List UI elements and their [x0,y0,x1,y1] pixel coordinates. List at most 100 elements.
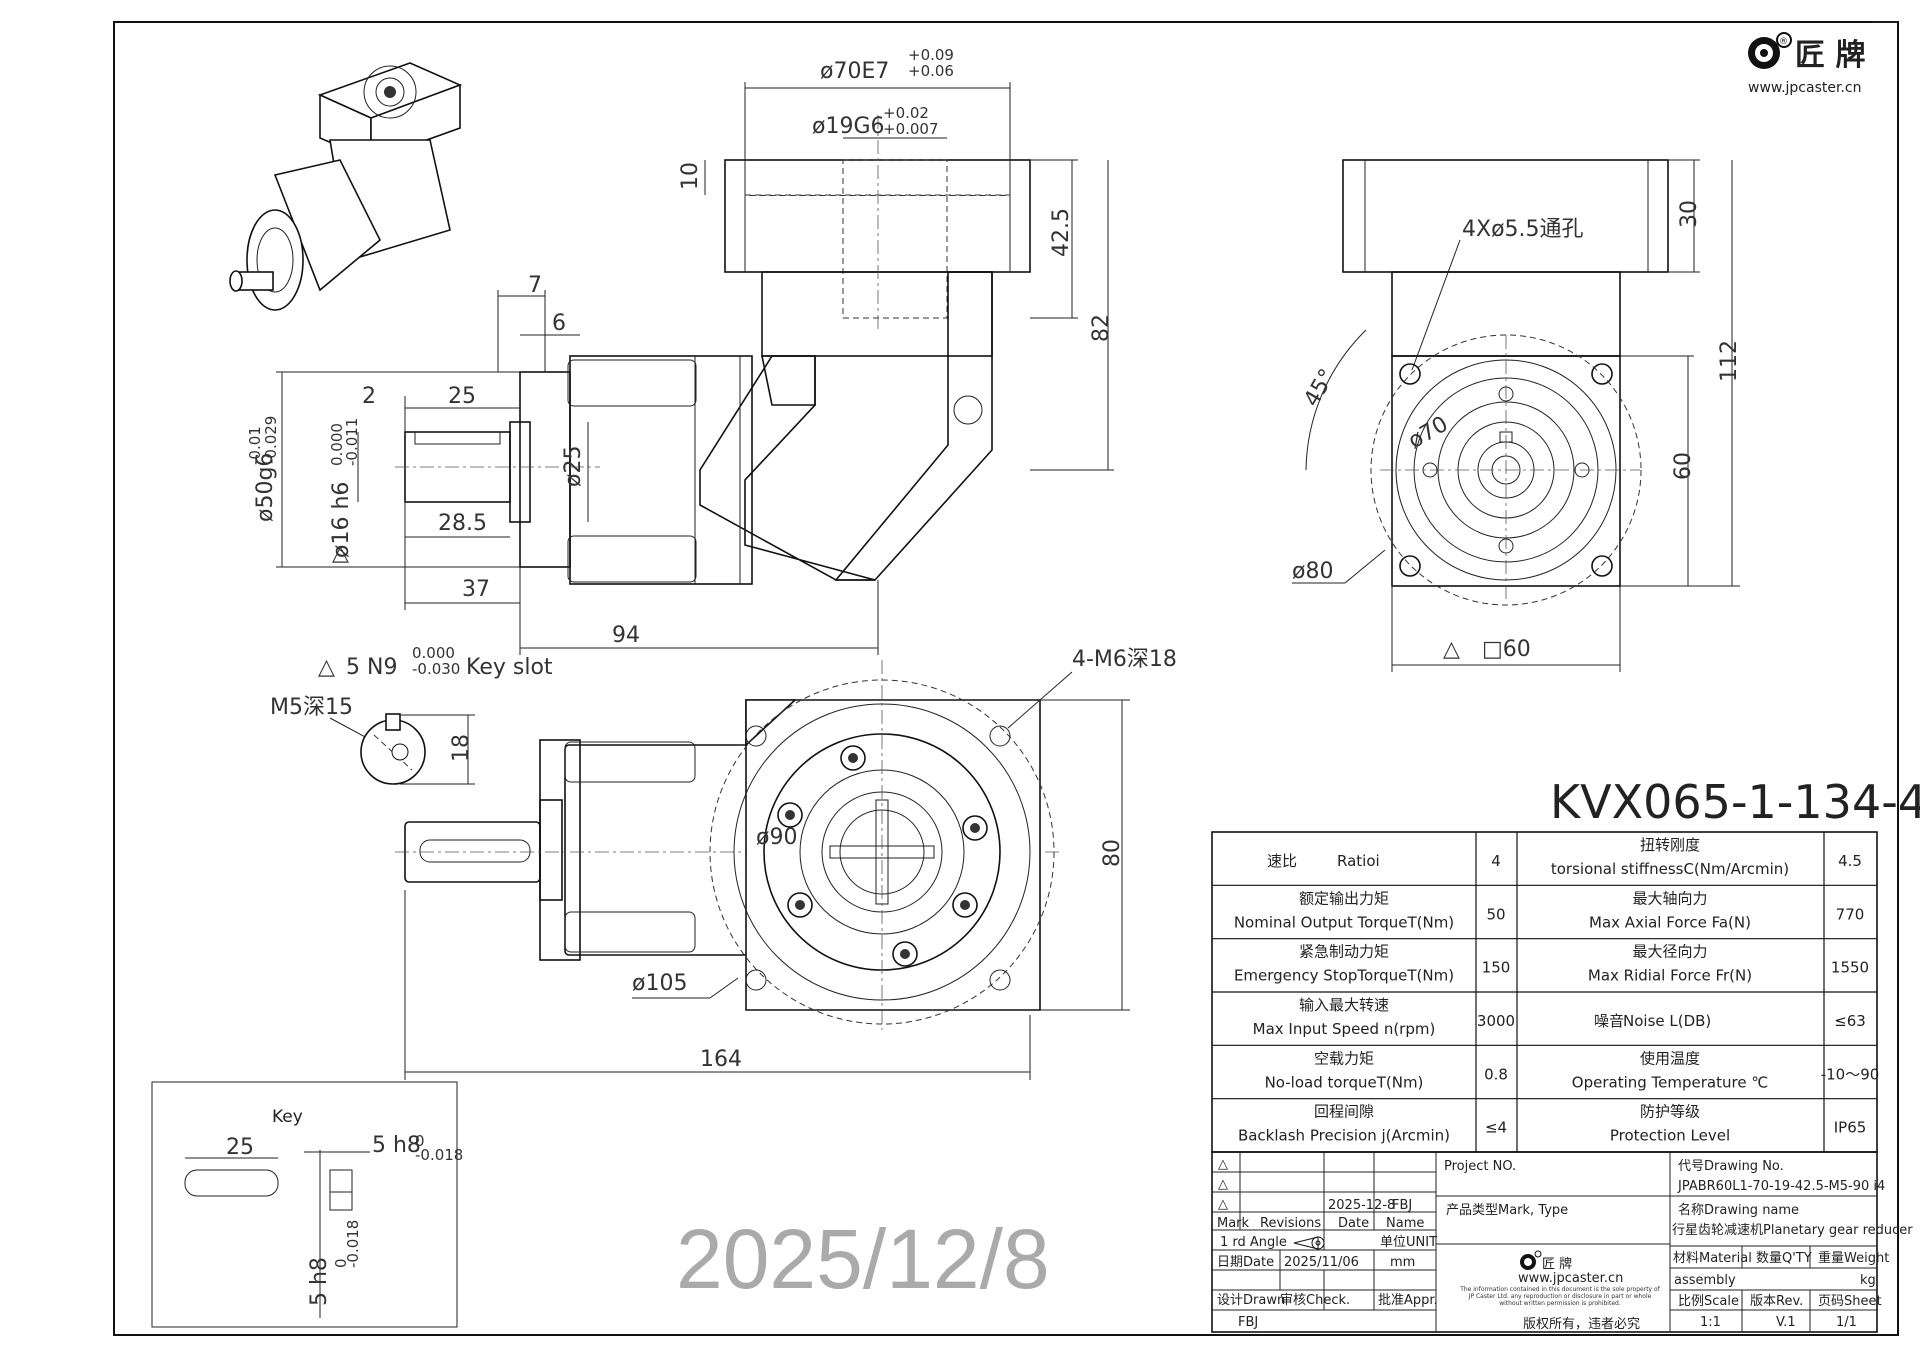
spec-label-cn: 最大径向力 [1632,943,1707,961]
svg-text:-0.018: -0.018 [344,1220,362,1268]
spec-label: Max Ridial Force Fr(N) [1588,967,1752,985]
svg-text:5 h8: 5 h8 [372,1133,421,1158]
spec-label-cn: 紧急制动力矩 [1299,943,1389,961]
key-detail: Key 25 5 h8 0 -0.018 5 h8 0 -0.018 [151,1081,463,1328]
svg-text:-0.018: -0.018 [415,1146,463,1164]
svg-text:5 N9: 5 N9 [346,655,397,680]
svg-text:版权所有，违者必究: 版权所有，违者必究 [1523,1316,1640,1332]
svg-text:-0.01: -0.01 [246,426,264,465]
spec-value: 50 [1486,905,1505,923]
svg-text:0.000: 0.000 [412,644,455,662]
svg-text:△: △ [332,541,349,566]
spec-value: ≤63 [1834,1012,1866,1030]
svg-text:164: 164 [700,1047,742,1072]
svg-text:V.1: V.1 [1776,1315,1796,1330]
brand-logo: ® 匠 牌 www.jpcaster.cn [1748,32,1865,96]
model-code: KVX065-1-134-4 [1550,775,1920,829]
brand-url: www.jpcaster.cn [1748,80,1861,96]
spec-label-cn: 扭转刚度 [1640,836,1700,854]
svg-text:Project NO.: Project NO. [1444,1159,1516,1174]
spec-value: 4 [1491,852,1501,870]
front-view-dimensions: 4-M6深18 80 ø90 ø105 164 [404,647,1177,1080]
svg-text:审核Check.: 审核Check. [1280,1293,1350,1308]
title-block: △ △ △ 2025-12-8 FBJ Mark Revisions Date … [1211,1151,1913,1333]
svg-text:6: 6 [552,311,566,336]
spec-label: Nominal Output TorqueT(Nm) [1234,913,1454,931]
spec-value: 1550 [1831,959,1869,977]
side-view-dimensions: ø70E7 +0.09 +0.06 ø19G6 +0.02 +0.007 10 … [246,46,1114,655]
date-watermark: 2025/12/8 [676,1212,1050,1306]
svg-text:60: 60 [1671,452,1696,480]
svg-text:Name: Name [1386,1216,1424,1231]
svg-text:JPABR60L1-70-19-42.5-M5-90 i4: JPABR60L1-70-19-42.5-M5-90 i4 [1677,1179,1885,1194]
end-view-dimensions: 4Xø5.5通孔 30 112 60 45° ø70 ø80 △ □60 [1292,159,1742,672]
svg-text:1:1: 1:1 [1700,1315,1721,1330]
spec-value: -10～90 [1821,1065,1880,1083]
svg-text:ø25: ø25 [561,446,586,487]
svg-text:单位UNIT: 单位UNIT [1380,1235,1437,1250]
svg-text:匠 牌: 匠 牌 [1542,1256,1572,1272]
svg-text:FBJ: FBJ [1238,1315,1258,1330]
spec-label: Max Input Speed n(rpm) [1253,1020,1436,1038]
spec-value: 4.5 [1838,852,1862,870]
svg-text:0: 0 [332,1258,350,1268]
svg-text:代号Drawing No.: 代号Drawing No. [1678,1159,1784,1174]
spec-label-cn: 输入最大转速 [1299,996,1389,1014]
svg-text:□60: □60 [1482,637,1531,662]
svg-text:ø50g6: ø50g6 [253,453,278,522]
shaft-section: △ 5 N9 0.000 -0.030 Key slot M5深15 18 [270,644,553,785]
svg-text:25: 25 [226,1135,254,1160]
svg-text:ø70: ø70 [1404,412,1452,454]
side-view [395,115,1031,585]
spec-label: Protection Level [1610,1127,1730,1145]
svg-text:1 rd Angle: 1 rd Angle [1220,1235,1287,1250]
svg-text:+0.02: +0.02 [883,104,929,122]
svg-text:45°: 45° [1299,365,1340,411]
spec-value: 770 [1836,905,1865,923]
spec-value: IP65 [1834,1119,1867,1137]
svg-text:ø80: ø80 [1292,559,1333,584]
drawing-border [113,21,1899,1336]
svg-text:Mark: Mark [1217,1216,1250,1231]
svg-text:FBJ: FBJ [1392,1198,1412,1213]
svg-text:2025/11/06: 2025/11/06 [1284,1255,1359,1270]
svg-text:0: 0 [415,1132,425,1150]
svg-text:94: 94 [612,623,640,648]
svg-text:10: 10 [678,162,703,190]
svg-text:日期Date: 日期Date [1217,1255,1274,1270]
svg-text:kg: kg [1860,1273,1876,1288]
spec-label: Emergency StopTorqueT(Nm) [1234,967,1454,985]
spec-label: Max Axial Force Fa(N) [1589,913,1751,931]
svg-text:△: △ [1218,1177,1228,1192]
svg-text:0.000: 0.000 [328,423,346,466]
spec-label: Backlash Precision j(Arcmin) [1238,1127,1450,1145]
svg-text:ø105: ø105 [632,971,687,996]
svg-text:4Xø5.5通孔: 4Xø5.5通孔 [1462,217,1584,242]
svg-text:www.jpcaster.cn: www.jpcaster.cn [1518,1271,1623,1286]
svg-text:名称Drawing name: 名称Drawing name [1678,1202,1799,1218]
svg-text:2025-12-8: 2025-12-8 [1328,1198,1395,1213]
svg-text:设计Drawn: 设计Drawn [1217,1293,1285,1308]
spec-label-cn: 速比 [1267,852,1297,870]
spec-label: Ratioi [1337,852,1380,870]
svg-text:行星齿轮减速机Planetary gear reducer: 行星齿轮减速机Planetary gear reducer [1672,1223,1913,1238]
svg-text:assembly: assembly [1674,1273,1736,1288]
svg-text:Revisions: Revisions [1260,1216,1321,1231]
svg-text:®: ® [1779,37,1788,47]
svg-text:批准Appr.: 批准Appr. [1378,1293,1438,1308]
spec-value: 3000 [1477,1012,1515,1030]
third-angle-symbol [1293,1236,1325,1250]
svg-text:ø90: ø90 [756,825,797,850]
svg-text:5 h8: 5 h8 [307,1257,332,1306]
spec-value: ≤4 [1485,1119,1507,1137]
front-view [395,660,1060,1030]
svg-text:M5深15: M5深15 [270,695,353,720]
svg-text:△: △ [1218,1157,1228,1172]
svg-text:+0.007: +0.007 [883,120,939,138]
svg-text:2: 2 [362,384,376,409]
svg-text:数量Q'TY: 数量Q'TY [1756,1251,1812,1266]
spec-label-cn: 使用温度 [1640,1049,1700,1067]
spec-label-cn: 额定输出力矩 [1299,889,1389,907]
spec-label: No-load torqueT(Nm) [1265,1073,1424,1091]
